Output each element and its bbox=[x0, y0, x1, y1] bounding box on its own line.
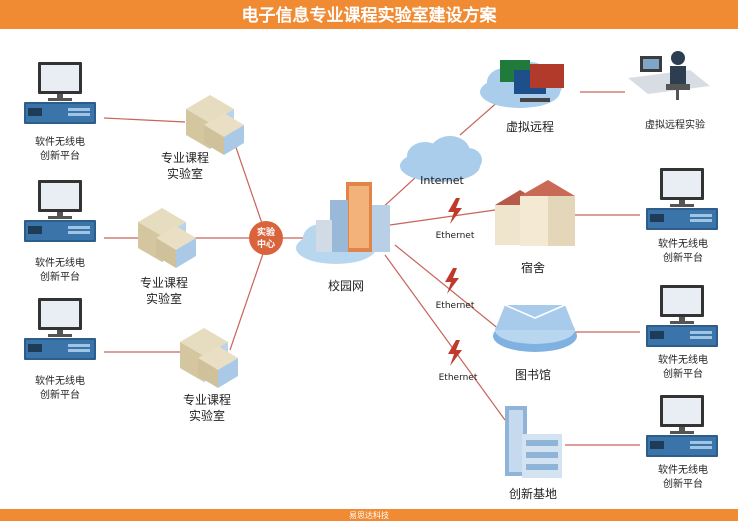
campus-label: 校园网 bbox=[328, 278, 364, 293]
connection-lines bbox=[103, 91, 640, 446]
lab-2-line1: 专业课程 bbox=[140, 275, 188, 290]
left-workstation-1 bbox=[24, 62, 96, 124]
right-platform-1-line2: 创新平台 bbox=[663, 251, 703, 264]
remote-user-icon bbox=[628, 51, 710, 100]
left-platform-1-line2: 创新平台 bbox=[40, 149, 80, 162]
right-workstation-1 bbox=[646, 168, 718, 230]
page-title: 电子信息专业课程实验室建设方案 bbox=[242, 5, 498, 26]
virtual-remote-label: 虚拟远程 bbox=[506, 119, 554, 134]
title-banner bbox=[0, 0, 738, 29]
lab-building-2 bbox=[138, 208, 196, 268]
footer-bar bbox=[0, 509, 738, 521]
internet-label: Internet bbox=[420, 174, 464, 187]
campus-buildings bbox=[316, 182, 390, 252]
lab-center-hub bbox=[249, 221, 283, 255]
left-workstation-3 bbox=[24, 298, 96, 360]
lab-2-line2: 实验室 bbox=[146, 291, 182, 306]
left-platform-2-line1: 软件无线电 bbox=[35, 256, 85, 269]
remote-monitors bbox=[500, 60, 564, 102]
virtual-experiment-label: 虚拟远程实验 bbox=[645, 118, 705, 131]
ethernet-label-3: Ethernet bbox=[439, 373, 478, 383]
ethernet-label-2: Ethernet bbox=[436, 301, 475, 311]
innovation-building bbox=[505, 406, 562, 478]
right-platform-3-line2: 创新平台 bbox=[663, 477, 703, 490]
dorm-label: 宿舍 bbox=[521, 260, 545, 275]
hub-line1: 实验 bbox=[257, 226, 276, 238]
innovation-label: 创新基地 bbox=[509, 486, 557, 501]
left-platform-1-line1: 软件无线电 bbox=[35, 135, 85, 148]
lab-building-3 bbox=[180, 328, 238, 388]
hub-line2: 中心 bbox=[257, 238, 275, 250]
right-platform-1-line1: 软件无线电 bbox=[658, 237, 708, 250]
lab-building-1 bbox=[186, 95, 244, 155]
lightning-icon bbox=[445, 268, 459, 294]
dorm-building bbox=[495, 180, 575, 246]
ethernet-label-1: Ethernet bbox=[436, 231, 475, 241]
lab-3-line2: 实验室 bbox=[189, 408, 225, 423]
lab-1-line1: 专业课程 bbox=[161, 150, 209, 165]
right-platform-2-line1: 软件无线电 bbox=[658, 353, 708, 366]
lab-1-line2: 实验室 bbox=[167, 166, 203, 181]
lab-3-line1: 专业课程 bbox=[183, 392, 231, 407]
right-workstation-2 bbox=[646, 285, 718, 347]
library-label: 图书馆 bbox=[515, 367, 551, 382]
lightning-icon bbox=[448, 198, 462, 224]
left-platform-2-line2: 创新平台 bbox=[40, 270, 80, 283]
right-platform-2-line2: 创新平台 bbox=[663, 367, 703, 380]
right-workstation-3 bbox=[646, 395, 718, 457]
right-platform-3-line1: 软件无线电 bbox=[658, 463, 708, 476]
library-building bbox=[493, 304, 577, 352]
left-platform-3-line2: 创新平台 bbox=[40, 388, 80, 401]
left-workstation-2 bbox=[24, 180, 96, 242]
footer-text: 易思达科技 bbox=[349, 510, 389, 520]
left-platform-3-line1: 软件无线电 bbox=[35, 374, 85, 387]
